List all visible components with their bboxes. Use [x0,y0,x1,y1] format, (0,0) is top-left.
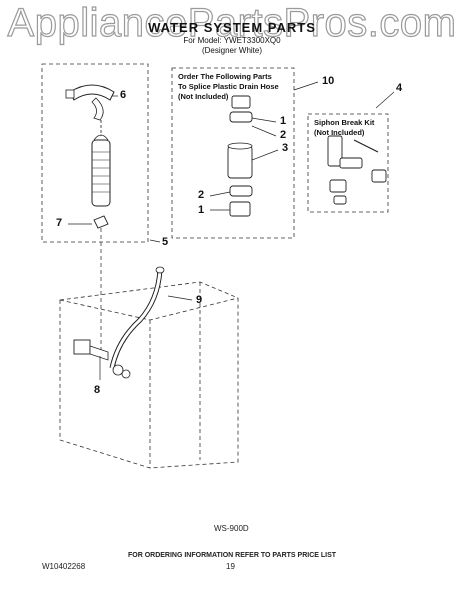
callout-1b: 1 [198,204,205,216]
model-line: For Model: YWET3300XQ0 [183,36,281,45]
leader-5 [149,239,161,243]
siphon-heading-2: (Not Included) [314,128,365,137]
ordering-note: FOR ORDERING INFORMATION REFER TO PARTS … [127,552,337,559]
siphon-kit-part [327,135,387,205]
splice-heading-3: (Not Included) [178,92,229,101]
callout-8: 8 [94,384,101,396]
doc-number: W10402268 [42,562,86,571]
drain-hose-upper [91,120,111,207]
splice-heading-2: To Splice Plastic Drain Hose [178,82,279,91]
callout-1a: 1 [280,115,287,127]
callout-4: 4 [396,82,403,94]
hose-assembly-box [41,63,149,243]
page-title: WATER SYSTEM PARTS [148,20,316,35]
callout-3: 3 [282,142,289,154]
watermark: AppliancePartsPros.com [7,0,457,45]
leader-4 [375,91,395,109]
callout-7: 7 [56,217,63,229]
siphon-kit-box [307,113,389,213]
coupling-part-lower [229,185,253,217]
pump-outlet-part [73,339,131,379]
leader-10 [293,81,319,91]
splice-heading-1: Order The Following Parts [178,72,272,81]
washer-cabinet [59,281,239,469]
hose-clamp-part [93,215,109,229]
callout-2a: 2 [280,129,287,141]
diagram-code: WS-900D [214,524,249,533]
drain-hose-lower [109,266,165,369]
siphon-heading-1: Siphon Break Kit [314,118,375,127]
callout-2b: 2 [198,189,205,201]
variant-line: (Designer White) [201,46,262,55]
callout-5: 5 [162,236,169,248]
hose-clip-part [65,84,115,121]
leader-9 [167,295,193,301]
splice-leaders [209,117,279,211]
callout-9: 9 [196,294,203,306]
splice-parts-box [171,67,295,239]
callout-10: 10 [322,75,335,87]
page-number: 19 [226,562,235,571]
callout-6: 6 [120,89,127,101]
coupling-part-upper [227,95,253,179]
